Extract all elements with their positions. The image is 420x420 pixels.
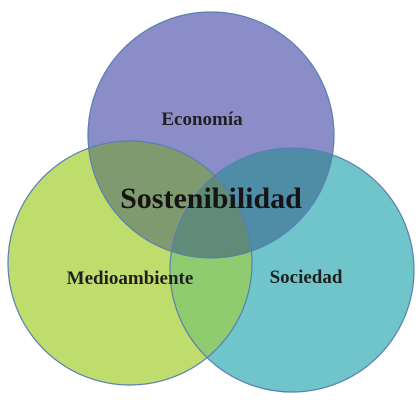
medioambiente-label: Medioambiente <box>67 268 194 289</box>
economia-label: Economía <box>161 109 243 130</box>
circle-outlines <box>7 11 415 393</box>
center-label: Sostenibilidad <box>120 182 302 215</box>
all-three-overlap <box>170 148 252 258</box>
sociedad-label: Sociedad <box>270 267 343 288</box>
